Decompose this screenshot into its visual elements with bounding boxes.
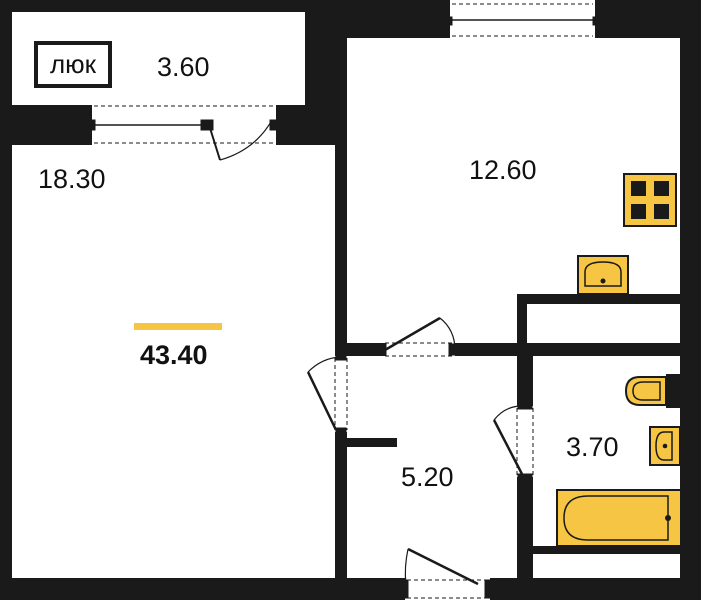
kitchen-counter-top (517, 294, 685, 304)
stove-icon (623, 173, 677, 227)
wall-bottom-left (0, 578, 405, 600)
toilet-icon (624, 374, 682, 408)
bathtub-icon (556, 489, 682, 547)
area-kitchen: 12.60 (469, 155, 537, 185)
living-door-leaf (306, 371, 338, 431)
wall-kitchen-hall-left (335, 343, 385, 356)
entrance-door-leaf (407, 547, 479, 586)
balcony-door-swing (219, 119, 273, 161)
wall-balcony-living-right (276, 105, 345, 145)
kitchen-counter-side (517, 294, 527, 349)
hatch-label: люк (34, 41, 112, 88)
wall-kitchen-hall-right (455, 343, 685, 356)
wall-hall-bath-top (517, 343, 533, 406)
wall-hall-bath-bottom (517, 477, 533, 600)
balcony-door-leaf (209, 127, 221, 161)
area-living-room: 18.30 (38, 164, 106, 194)
bathroom-door-leaf (492, 419, 525, 477)
wall-bath-bottom-line (533, 546, 683, 554)
wash-basin-icon (649, 426, 681, 466)
area-balcony: 3.60 (157, 52, 210, 82)
kitchen-sink-icon (577, 255, 629, 295)
kitchen-door-leaf (384, 316, 441, 352)
wall-hall-stub (335, 438, 397, 447)
total-area: 43.40 (140, 340, 208, 370)
area-hallway: 5.20 (401, 462, 454, 492)
wall-balcony-living-left (0, 105, 92, 145)
area-bathroom: 3.70 (566, 432, 619, 462)
wall-living-kitchen (335, 38, 347, 356)
wall-kitchen-top-left (305, 0, 450, 38)
total-area-accent-bar (134, 323, 222, 330)
wall-balcony-top (0, 0, 312, 12)
wall-bottom-right (490, 578, 701, 600)
wall-outer-right (680, 0, 701, 600)
wall-outer-left (0, 0, 12, 600)
wall-living-hall (335, 432, 347, 600)
openings (88, 2, 600, 600)
